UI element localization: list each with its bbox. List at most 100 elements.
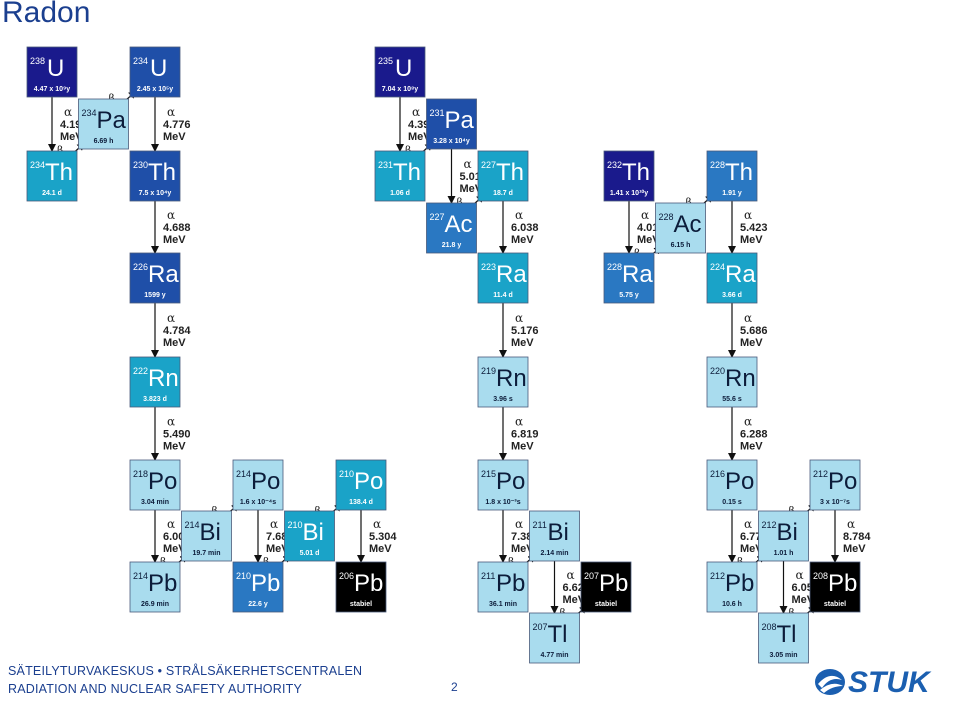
element-symbol: Rn	[496, 365, 527, 392]
page-number: 2	[451, 680, 458, 694]
nuclide-tile	[181, 510, 232, 562]
half-life: 24.1 d	[42, 190, 62, 197]
half-life: 10.6 h	[722, 601, 742, 608]
nuclide-tile	[655, 202, 706, 254]
nuclide-tile	[706, 459, 758, 511]
nuclide-tile	[129, 561, 181, 613]
element-symbol: Ac	[445, 211, 473, 238]
nuclide-tile	[477, 459, 529, 511]
element-symbol: Bi	[777, 519, 798, 546]
mass-number: 227	[481, 160, 496, 170]
decay-arrows: α4.196MeVββα4.776MeVα4.688MeVα4.784MeVα5…	[48, 90, 871, 620]
element-symbol: Ra	[725, 261, 756, 288]
alpha-energy-unit: MeV	[163, 543, 186, 555]
element-symbol: Pa	[97, 107, 127, 134]
half-life: 5.75 y	[619, 292, 639, 299]
alpha-symbol: α	[167, 208, 175, 222]
half-life: 1.41 x 10¹⁰y	[610, 189, 648, 197]
nuclide-tile	[758, 510, 809, 562]
mass-number: 226	[133, 262, 148, 272]
mass-number: 215	[481, 469, 496, 479]
nuclide-tile	[129, 356, 181, 408]
alpha-symbol: α	[64, 105, 72, 119]
alpha-energy-unit: MeV	[163, 337, 186, 349]
element-symbol: Th	[148, 159, 176, 186]
mass-number: 227	[430, 212, 445, 222]
alpha-symbol: α	[167, 415, 175, 429]
half-life: 0.15 s	[722, 499, 742, 506]
half-life: 1.6 x 10⁻⁴s	[240, 499, 276, 506]
half-life: 11.4 d	[493, 292, 512, 299]
mass-number: 230	[133, 160, 148, 170]
nuclide-tile	[426, 98, 477, 150]
alpha-energy-unit: MeV	[843, 543, 866, 555]
mass-number: 214	[133, 571, 148, 581]
element-symbol: Th	[725, 159, 753, 186]
half-life: stabiel	[350, 601, 372, 608]
half-life: 18.7 d	[493, 190, 513, 197]
alpha-symbol: α	[464, 157, 472, 171]
stuk-logo-text: STUK	[848, 666, 932, 699]
alpha-symbol: α	[515, 415, 523, 429]
element-symbol: Po	[251, 468, 280, 495]
alpha-symbol: α	[796, 568, 804, 582]
mass-number: 231	[378, 160, 393, 170]
element-symbol: Ra	[622, 261, 653, 288]
element-symbol: Po	[496, 468, 525, 495]
alpha-energy-unit: MeV	[369, 543, 392, 555]
alpha-energy-unit: MeV	[460, 183, 483, 195]
half-life: 22.6 y	[248, 601, 268, 608]
alpha-symbol: α	[744, 311, 752, 325]
mass-number: 210	[339, 469, 354, 479]
nuclide-tile	[477, 252, 529, 304]
half-life: 7.5 x 10⁴y	[139, 190, 172, 197]
half-life: 3.04 min	[141, 499, 169, 506]
half-life: 2.14 min	[540, 550, 568, 557]
nuclide-tile	[706, 150, 758, 202]
half-life: 138.4 d	[349, 499, 373, 506]
alpha-symbol: α	[744, 415, 752, 429]
mass-number: 214	[236, 469, 251, 479]
nuclide-tile	[129, 459, 181, 511]
mass-number: 216	[710, 469, 725, 479]
element-symbol: Th	[45, 159, 73, 186]
beta-symbol: β	[109, 92, 115, 105]
page-title: Radon	[2, 0, 91, 29]
element-symbol: Pb	[354, 570, 383, 597]
mass-number: 212	[710, 571, 725, 581]
alpha-energy-unit: MeV	[740, 337, 763, 349]
nuclide-tile	[580, 561, 632, 613]
half-life: 3.28 x 10⁴y	[433, 138, 470, 145]
alpha-energy-unit: MeV	[511, 441, 534, 453]
alpha-energy-unit: MeV	[740, 441, 763, 453]
mass-number: 219	[481, 366, 496, 376]
nuclide-tile	[426, 202, 477, 254]
element-symbol: Po	[725, 468, 754, 495]
mass-number: 224	[710, 262, 725, 272]
alpha-energy-unit: MeV	[792, 594, 815, 606]
element-symbol: Pa	[445, 107, 475, 134]
nuclide-tile	[374, 46, 426, 98]
alpha-energy: 4.688	[163, 222, 191, 234]
half-life: 6.69 h	[94, 138, 114, 145]
alpha-energy: 4.776	[163, 119, 191, 131]
half-life: 4.47 x 10⁹y	[34, 86, 71, 93]
element-symbol: U	[47, 55, 64, 82]
alpha-energy-unit: MeV	[740, 543, 763, 555]
alpha-symbol: α	[744, 208, 752, 222]
nuclide-tile	[809, 459, 861, 511]
